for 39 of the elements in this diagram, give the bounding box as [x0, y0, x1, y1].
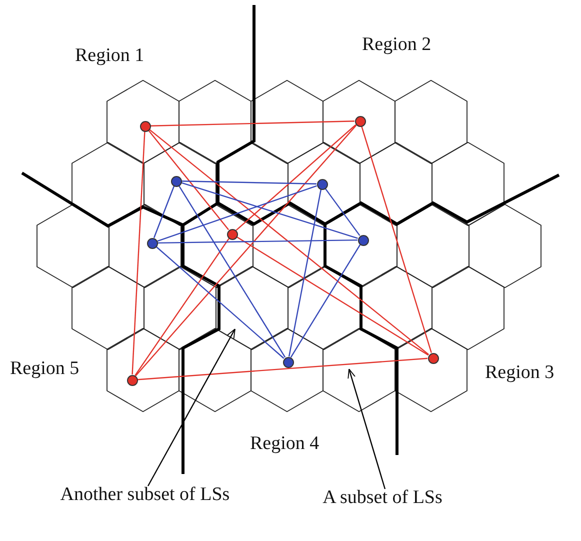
- station-dot: [140, 120, 150, 132]
- link-line: [135, 124, 357, 376]
- link-line: [181, 180, 317, 184]
- link-line: [156, 246, 284, 359]
- region-label: Region 5: [10, 358, 80, 380]
- link-line: [290, 244, 361, 358]
- link-line: [157, 185, 317, 242]
- leader-line: [147, 328, 236, 486]
- link-line: [236, 124, 356, 231]
- link-line: [153, 186, 175, 238]
- link-line: [137, 358, 428, 380]
- callout-text: Another subset of LSs: [60, 484, 230, 506]
- link-line: [158, 239, 358, 244]
- link-line: [178, 185, 286, 358]
- station-dot: [226, 228, 238, 240]
- link-line: [134, 238, 230, 376]
- station-dot: [170, 176, 182, 186]
- link-line: [150, 120, 355, 126]
- region-label: Region 2: [362, 34, 432, 56]
- link-line: [148, 128, 430, 356]
- station-dot: [358, 234, 368, 246]
- leader-line: [348, 368, 386, 490]
- callout-text: A subset of LSs: [295, 487, 470, 509]
- region-label: Region 3: [485, 362, 554, 384]
- link-line: [236, 236, 429, 356]
- link-line: [132, 131, 146, 375]
- station-dot: [354, 116, 366, 126]
- station-dot: [282, 356, 294, 368]
- link-line: [361, 126, 432, 353]
- link-line: [288, 189, 322, 357]
- link-line: [324, 188, 360, 236]
- station-dot: [146, 238, 158, 248]
- link-line: [181, 182, 358, 239]
- station-dot: [316, 178, 328, 190]
- region-label: Region 1: [75, 45, 144, 67]
- station-dot: [428, 352, 438, 364]
- region-label: Region 4: [250, 433, 320, 455]
- station-dot: [126, 374, 138, 386]
- link-line: [148, 130, 230, 230]
